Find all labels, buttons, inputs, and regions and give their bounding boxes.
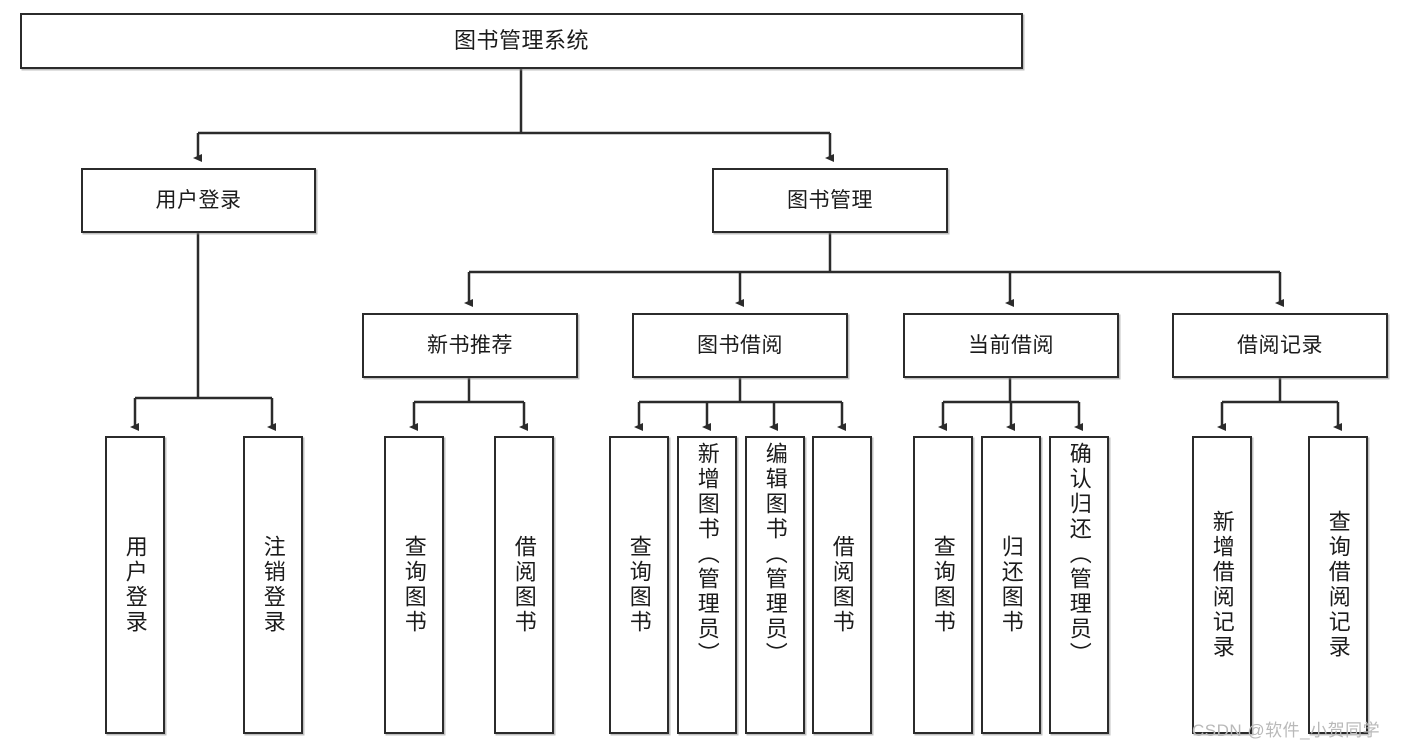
- leaf-borrow-query-book[interactable]: 查询图书: [609, 436, 669, 734]
- leaf-recommend-borrow-book[interactable]: 借阅图书: [494, 436, 554, 734]
- leaf-borrow-add-book-admin[interactable]: 新增图书（管理员）: [677, 436, 737, 734]
- node-label: 用户登录: [122, 535, 148, 635]
- leaf-record-query-record[interactable]: 查询借阅记录: [1308, 436, 1368, 734]
- node-label: 注销登录: [260, 535, 286, 635]
- node-book-borrow[interactable]: 图书借阅: [632, 313, 848, 378]
- node-root-system[interactable]: 图书管理系统: [20, 13, 1023, 69]
- node-label: 新增图书（管理员）: [694, 442, 720, 667]
- node-label: 查询图书: [401, 535, 427, 635]
- leaf-borrow-borrow-book[interactable]: 借阅图书: [812, 436, 872, 734]
- node-label: 借阅图书: [511, 535, 537, 635]
- node-label: 确认归还（管理员）: [1066, 442, 1092, 667]
- leaf-recommend-query-book[interactable]: 查询图书: [384, 436, 444, 734]
- node-user-login[interactable]: 用户登录: [81, 168, 316, 233]
- node-new-book-recommend[interactable]: 新书推荐: [362, 313, 578, 378]
- node-label: 新增借阅记录: [1209, 510, 1235, 660]
- node-label: 编辑图书（管理员）: [762, 442, 788, 667]
- node-borrow-record[interactable]: 借阅记录: [1172, 313, 1388, 378]
- node-label: 查询图书: [626, 535, 652, 635]
- node-label: 借阅记录: [1237, 333, 1323, 357]
- leaf-current-query-book[interactable]: 查询图书: [913, 436, 973, 734]
- node-label: 图书借阅: [697, 333, 783, 357]
- leaf-user-login-login[interactable]: 用户登录: [105, 436, 165, 734]
- leaf-current-confirm-return-admin[interactable]: 确认归还（管理员）: [1049, 436, 1109, 734]
- node-book-management[interactable]: 图书管理: [712, 168, 948, 233]
- watermark-text: CSDN @软件_小贺同学: [1192, 721, 1381, 740]
- node-label: 当前借阅: [968, 333, 1054, 357]
- node-label: 归还图书: [998, 535, 1024, 635]
- node-label: 借阅图书: [829, 535, 855, 635]
- node-label: 图书管理: [787, 188, 873, 212]
- node-label: 图书管理系统: [453, 27, 589, 53]
- node-current-borrow[interactable]: 当前借阅: [903, 313, 1119, 378]
- node-label: 用户登录: [155, 188, 242, 212]
- node-label: 查询借阅记录: [1325, 510, 1351, 660]
- leaf-record-add-record[interactable]: 新增借阅记录: [1192, 436, 1252, 734]
- leaf-borrow-edit-book-admin[interactable]: 编辑图书（管理员）: [745, 436, 805, 734]
- node-label: 查询图书: [930, 535, 956, 635]
- node-label: 新书推荐: [427, 333, 513, 357]
- leaf-current-return-book[interactable]: 归还图书: [981, 436, 1041, 734]
- leaf-user-login-logout[interactable]: 注销登录: [243, 436, 303, 734]
